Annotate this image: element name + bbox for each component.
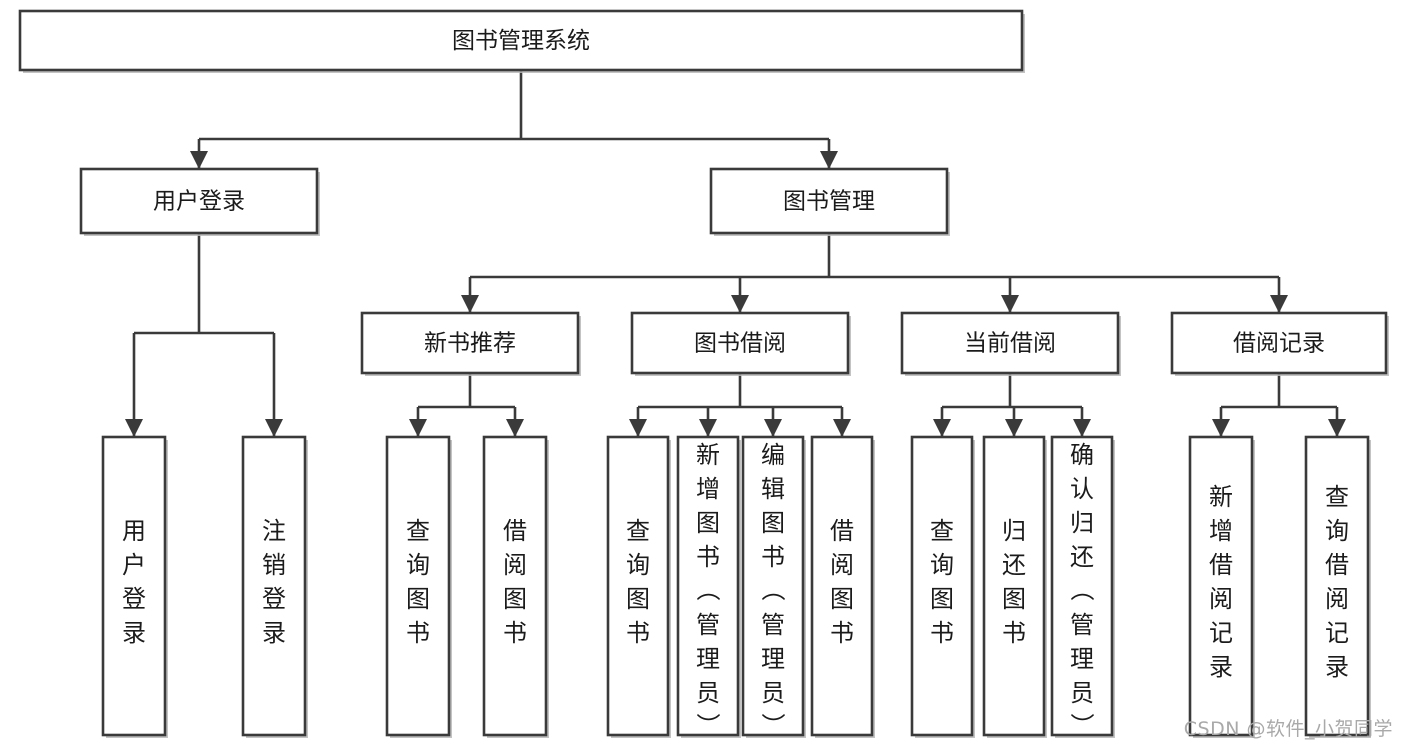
node-rect[interactable] xyxy=(241,435,307,737)
arrow-head-icon xyxy=(764,419,782,437)
node-user-login[interactable]: 用户登录 xyxy=(79,167,320,236)
node-rect[interactable] xyxy=(1304,435,1370,737)
node-user-logout[interactable]: 注销登录 xyxy=(241,435,308,738)
node-rect[interactable] xyxy=(741,435,805,737)
node-label: 图书借阅 xyxy=(694,331,786,357)
arrow-head-icon xyxy=(1270,295,1288,313)
arrow-head-icon xyxy=(820,151,838,169)
node-user-login-do[interactable]: 用户登录 xyxy=(101,435,168,738)
node-record-query[interactable]: 查询借阅记录 xyxy=(1304,435,1371,738)
node-borrow-query-book[interactable]: 查询图书 xyxy=(606,435,671,738)
node-label: 图书管理系统 xyxy=(452,28,590,54)
arrow-head-icon xyxy=(190,151,208,169)
node-book-management[interactable]: 图书管理 xyxy=(709,167,950,236)
node-label: 查询图书 xyxy=(930,517,954,647)
node-root[interactable]: 图书管理系统 xyxy=(18,9,1025,73)
node-book-borrow[interactable]: 图书借阅 xyxy=(630,311,851,376)
node-label: 用户登录 xyxy=(153,189,245,215)
node-label: 用户登录 xyxy=(122,517,146,647)
node-rect[interactable] xyxy=(79,167,319,235)
node-rect[interactable] xyxy=(1188,435,1254,737)
node-label: 当前借阅 xyxy=(964,331,1056,357)
node-label: 归还图书 xyxy=(1002,517,1026,647)
node-rect[interactable] xyxy=(810,435,874,737)
node-label: 借阅图书 xyxy=(830,517,854,647)
node-rect[interactable] xyxy=(18,9,1024,72)
node-current-confirm-return[interactable]: 确认归还（管理员） xyxy=(1050,435,1115,741)
node-label: 图书管理 xyxy=(783,189,875,215)
node-borrow-add-book[interactable]: 新增图书（管理员） xyxy=(676,435,741,741)
node-label: 新增借阅记录 xyxy=(1209,483,1233,681)
arrow-head-icon xyxy=(409,419,427,437)
node-recommend-borrow-book[interactable]: 借阅图书 xyxy=(482,435,549,738)
watermark-text: CSDN @软件_小贺同学 xyxy=(1183,718,1393,740)
arrow-head-icon xyxy=(731,295,749,313)
arrow-head-icon xyxy=(1001,295,1019,313)
arrow-head-icon xyxy=(1212,419,1230,437)
node-label: 借阅记录 xyxy=(1233,331,1325,357)
node-borrow-borrow-book[interactable]: 借阅图书 xyxy=(810,435,875,738)
connector-edges-layer xyxy=(125,70,1346,437)
node-label: 查询借阅记录 xyxy=(1325,483,1349,681)
arrow-head-icon xyxy=(629,419,647,437)
node-label: 查询图书 xyxy=(406,517,430,647)
node-label: 确认归还（管理员） xyxy=(1070,441,1094,741)
node-rect[interactable] xyxy=(676,435,740,737)
arrow-head-icon xyxy=(699,419,717,437)
node-borrow-edit-book[interactable]: 编辑图书（管理员） xyxy=(741,435,806,741)
node-current-borrow[interactable]: 当前借阅 xyxy=(900,311,1121,376)
node-new-book-recommend[interactable]: 新书推荐 xyxy=(360,311,581,376)
node-label: 借阅图书 xyxy=(503,517,527,647)
node-boxes-layer: 图书管理系统用户登录用户登录注销登录图书管理新书推荐查询图书借阅图书图书借阅查询… xyxy=(18,9,1389,741)
node-record-add[interactable]: 新增借阅记录 xyxy=(1188,435,1255,738)
node-label: 新书推荐 xyxy=(424,331,516,357)
node-rect[interactable] xyxy=(982,435,1046,737)
node-rect[interactable] xyxy=(606,435,670,737)
arrow-head-icon xyxy=(1073,419,1091,437)
arrow-head-icon xyxy=(933,419,951,437)
node-rect[interactable] xyxy=(1050,435,1114,737)
node-rect[interactable] xyxy=(900,311,1120,375)
arrow-head-icon xyxy=(125,419,143,437)
arrow-head-icon xyxy=(506,419,524,437)
arrow-head-icon xyxy=(1005,419,1023,437)
node-borrow-record[interactable]: 借阅记录 xyxy=(1170,311,1389,376)
node-current-return-book[interactable]: 归还图书 xyxy=(982,435,1047,738)
arrow-head-icon xyxy=(833,419,851,437)
node-rect[interactable] xyxy=(709,167,949,235)
node-recommend-query-book[interactable]: 查询图书 xyxy=(385,435,452,738)
node-rect[interactable] xyxy=(1170,311,1388,375)
arrow-head-icon xyxy=(1328,419,1346,437)
node-rect[interactable] xyxy=(630,311,850,375)
node-rect[interactable] xyxy=(360,311,580,375)
arrow-head-icon xyxy=(461,295,479,313)
node-rect[interactable] xyxy=(482,435,548,737)
node-rect[interactable] xyxy=(910,435,974,737)
node-label: 注销登录 xyxy=(262,517,286,647)
node-rect[interactable] xyxy=(101,435,167,737)
node-current-query-book[interactable]: 查询图书 xyxy=(910,435,975,738)
arrow-head-icon xyxy=(265,419,283,437)
node-label: 新增图书（管理员） xyxy=(696,441,720,741)
node-label: 编辑图书（管理员） xyxy=(761,441,785,741)
node-label: 查询图书 xyxy=(626,517,650,647)
node-rect[interactable] xyxy=(385,435,451,737)
